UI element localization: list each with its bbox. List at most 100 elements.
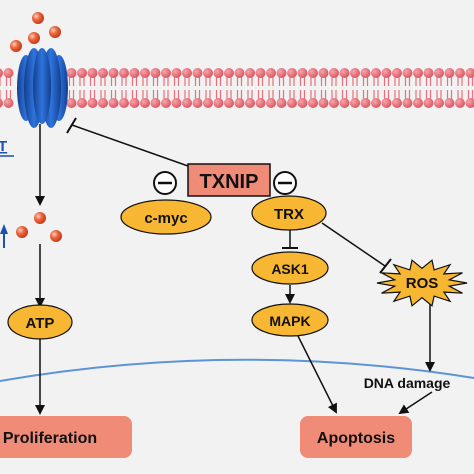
ros-label: ROS — [406, 275, 439, 292]
lipid-head — [413, 98, 423, 108]
minus-icon — [153, 171, 177, 195]
lipid-head — [66, 98, 77, 108]
lipid-head — [350, 68, 360, 78]
lipid-head — [171, 68, 182, 78]
lipid-head — [203, 68, 213, 78]
lipid-head — [455, 98, 465, 108]
c-myc-node — [120, 199, 212, 235]
lipid-head — [360, 98, 371, 108]
lipid-head — [255, 68, 266, 78]
cell-membrane — [0, 68, 474, 108]
lipid-head — [287, 98, 297, 108]
up-arrow-icon — [0, 224, 8, 248]
lipid-head — [339, 98, 350, 108]
glucose-molecules — [10, 12, 62, 242]
glucose-molecule — [32, 12, 44, 24]
inhibit-trx-ros — [321, 222, 386, 267]
lipid-head — [87, 98, 98, 108]
apoptosis-label: Apoptosis — [317, 430, 395, 447]
lipid-head — [329, 98, 339, 108]
lipid-head — [266, 68, 276, 78]
glucose-molecule — [50, 230, 62, 242]
lipid-head — [371, 68, 381, 78]
lipid-head — [203, 98, 213, 108]
inhibit-bar — [379, 258, 392, 274]
lipid-head — [297, 68, 308, 78]
lipid-head — [308, 98, 318, 108]
lipid-head — [77, 68, 87, 78]
lipid-head — [329, 68, 339, 78]
lipid-head — [423, 68, 434, 78]
arrow-mapk-apoptosis — [297, 335, 337, 414]
lipid-head — [381, 68, 392, 78]
lipid-head — [392, 68, 402, 78]
lipid-head — [402, 68, 413, 78]
lipid-head — [402, 98, 413, 108]
lipid-head — [129, 68, 140, 78]
lipid-head — [434, 68, 444, 78]
glucose-molecule — [49, 26, 61, 38]
lipid-head — [444, 68, 455, 78]
glucose-transporter — [17, 48, 68, 128]
lipid-head — [140, 68, 150, 78]
lipid-head — [129, 98, 140, 108]
lipid-head — [434, 98, 444, 108]
glucose-molecule — [34, 212, 46, 224]
lipid-head — [213, 98, 224, 108]
lipid-head — [182, 98, 192, 108]
minus-icon — [273, 171, 297, 195]
transporter-label: T — [0, 138, 7, 155]
lipid-head — [224, 68, 234, 78]
lipid-head — [150, 98, 161, 108]
lipid-head — [98, 68, 108, 78]
lipid-head — [255, 98, 266, 108]
lipid-head — [3, 68, 14, 78]
lipid-head — [413, 68, 423, 78]
mapk-node — [251, 303, 329, 337]
lipid-head — [161, 68, 171, 78]
lipid-head — [360, 68, 371, 78]
lipid-head — [276, 68, 287, 78]
lipid-head — [192, 98, 203, 108]
lipid-head — [3, 98, 14, 108]
lipid-head — [0, 98, 3, 108]
c-myc-label: c-myc — [144, 210, 187, 227]
lipid-head — [350, 98, 360, 108]
lipid-head — [140, 98, 150, 108]
lipid-head — [276, 98, 287, 108]
lipid-head — [0, 68, 3, 78]
lipid-head — [245, 68, 255, 78]
proliferation-box — [0, 416, 132, 458]
atp-node — [7, 304, 73, 340]
lipid-head — [66, 68, 77, 78]
arrow-dna-apoptosis — [398, 391, 433, 415]
lipid-head — [308, 68, 318, 78]
lipid-head — [392, 98, 402, 108]
glucose-molecule — [10, 40, 22, 52]
lipid-head — [224, 98, 234, 108]
lipid-head — [192, 68, 203, 78]
lipid-head — [119, 68, 129, 78]
nuclear-membrane — [0, 358, 474, 382]
lipid-head — [381, 98, 392, 108]
ask1-node — [251, 251, 329, 285]
apoptosis-box — [300, 416, 412, 458]
lipid-head — [77, 98, 87, 108]
lipid-head — [339, 68, 350, 78]
lipid-head — [245, 98, 255, 108]
lipid-head — [87, 68, 98, 78]
dna-damage-label: DNA damage — [364, 375, 451, 391]
lipid-head — [465, 68, 474, 78]
lipid-head — [444, 98, 455, 108]
lipid-head — [297, 98, 308, 108]
lipid-head — [98, 98, 108, 108]
glucose-molecule — [16, 226, 28, 238]
atp-label: ATP — [26, 315, 55, 332]
trx-node — [251, 195, 327, 231]
lipid-head — [234, 98, 245, 108]
inhibit-bar — [66, 117, 77, 134]
ask1-label: ASK1 — [271, 261, 309, 277]
lipid-head — [119, 98, 129, 108]
